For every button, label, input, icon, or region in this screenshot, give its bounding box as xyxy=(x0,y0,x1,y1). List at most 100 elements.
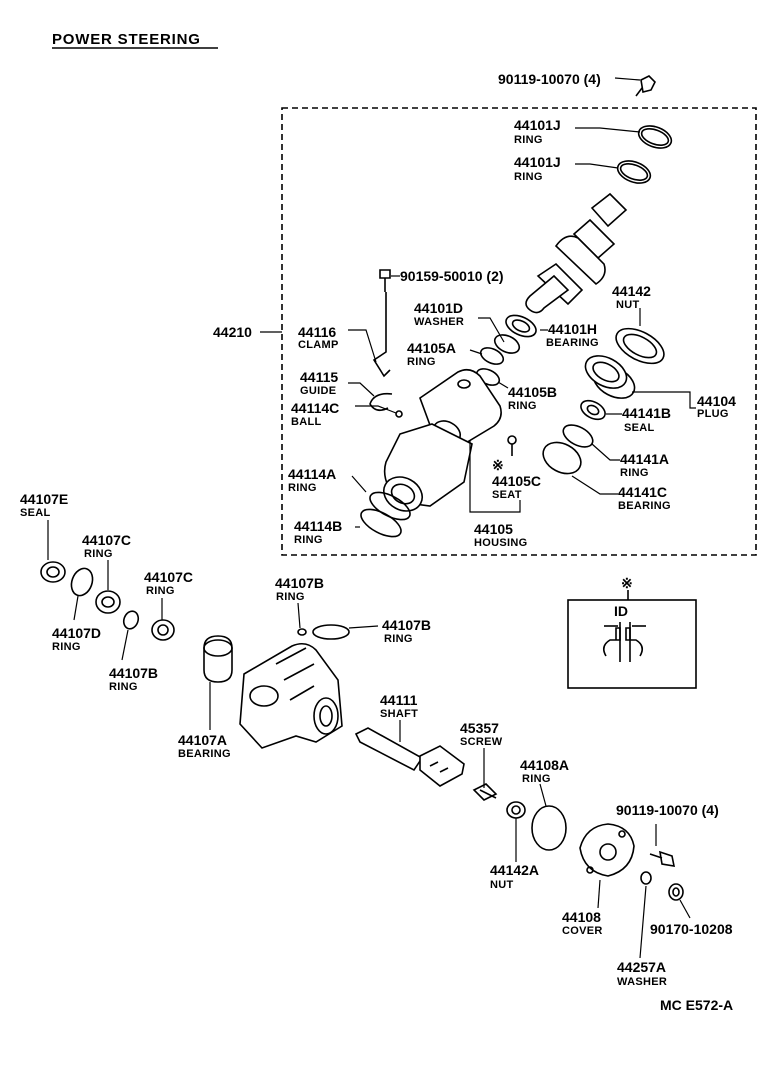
part-name-44107c-left: RING xyxy=(84,548,113,560)
part-number-44257a: 44257A xyxy=(617,959,666,975)
seat-44105c-icon xyxy=(507,435,517,445)
part-name-44114b: RING xyxy=(294,534,323,546)
part-name-45357: SCREW xyxy=(460,736,503,748)
leader-44105a xyxy=(469,349,483,355)
part-name-44108a: RING xyxy=(522,773,551,785)
part-name-44101d: WASHER xyxy=(414,316,464,328)
part-number-44142: 44142 xyxy=(612,283,651,299)
leader-44105b xyxy=(497,381,509,389)
ring-44101j-upper-inner xyxy=(640,128,670,146)
part-name-44107c-right: RING xyxy=(146,585,175,597)
part-name-44141b: SEAL xyxy=(624,422,655,434)
cover-44108-icon xyxy=(579,823,635,877)
part-number-44105: 44105 xyxy=(474,521,513,537)
part-number-90119-lower: 90119-10070 (4) xyxy=(616,802,719,818)
part-name-44107e: SEAL xyxy=(20,507,51,519)
leader-44105 xyxy=(469,440,521,513)
part-number-44105b: 44105B xyxy=(508,384,557,400)
ring-44114b-icon xyxy=(360,508,402,538)
input-shaft-icon xyxy=(525,192,628,314)
part-number-44107b-right: 44107B xyxy=(382,617,431,633)
leader-44107b-mid xyxy=(297,602,301,629)
part-name-44105b: RING xyxy=(508,400,537,412)
part-name-44141a: RING xyxy=(620,467,649,479)
part-name-44107b-right: RING xyxy=(384,633,413,645)
part-name-44104: PLUG xyxy=(697,408,729,420)
washer-44101d-icon xyxy=(493,334,521,354)
part-number-44111: 44111 xyxy=(380,692,418,708)
bearing-44141c-icon xyxy=(542,441,582,475)
part-number-44107b-left: 44107B xyxy=(109,665,158,681)
ring-44101j-lower-icon xyxy=(616,160,652,184)
ring-44107b-small-icon xyxy=(122,610,140,630)
inset-id-label: ID xyxy=(614,603,628,619)
group-number-label: 44210 xyxy=(213,324,252,340)
footer-code: MC E572-A xyxy=(660,997,733,1013)
washer-44257a-icon xyxy=(640,871,652,885)
part-name-44111: SHAFT xyxy=(380,708,418,720)
part-number-44101j-2: 44101J xyxy=(514,154,561,170)
part-number-44105a: 44105A xyxy=(407,340,456,356)
leader-44101j-1 xyxy=(575,127,641,133)
part-labels: 90119-10070 (4) 44101J RING 44101J RING … xyxy=(20,71,736,988)
part-number-44114c: 44114C xyxy=(291,400,339,416)
part-name-44101j-1: RING xyxy=(514,134,543,146)
part-number-44107c-right: 44107C xyxy=(144,569,193,585)
part-number-44116: 44116 xyxy=(298,324,336,340)
part-name-44107b-left: RING xyxy=(109,681,138,693)
part-number-44107e: 44107E xyxy=(20,491,68,507)
part-number-44107a: 44107A xyxy=(178,732,227,748)
leader-44107b-left xyxy=(121,629,129,661)
seal-44107e-icon xyxy=(40,561,66,583)
part-name-44142a: NUT xyxy=(490,879,514,891)
part-number-44142a: 44142A xyxy=(490,862,539,878)
seat-asterisk-marker: ※ xyxy=(492,457,504,473)
screw-90159-icon xyxy=(379,269,400,292)
leader-44115 xyxy=(348,382,375,397)
part-name-44105c: SEAT xyxy=(492,489,522,501)
part-name-44101h: BEARING xyxy=(546,337,599,349)
part-number-44108a: 44108A xyxy=(520,757,569,773)
bolt-90119-lower-icon xyxy=(649,850,676,867)
part-name-44105a: RING xyxy=(407,356,436,368)
gear-housing-icon xyxy=(239,642,343,749)
ring-44101j-lower-inner xyxy=(619,163,649,181)
part-number-44114a: 44114A xyxy=(288,466,336,482)
ring-44107c-left-icon xyxy=(95,590,121,614)
part-number-44141b: 44141B xyxy=(622,405,671,421)
bearing-44101h-icon xyxy=(505,314,537,338)
leader-44108a xyxy=(539,783,547,807)
part-name-44108: COVER xyxy=(562,925,603,937)
part-name-44107b-mid: RING xyxy=(276,591,305,603)
part-number-44108: 44108 xyxy=(562,909,601,925)
part-name-44141c: BEARING xyxy=(618,500,671,512)
part-number-90119-top: 90119-10070 (4) xyxy=(498,71,601,87)
leader-90170 xyxy=(679,899,691,919)
leader-44104 xyxy=(632,391,696,409)
part-name-44115: GUIDE xyxy=(300,385,336,397)
bolt-90119-top-icon xyxy=(614,75,656,97)
part-number-90159: 90159-50010 (2) xyxy=(400,268,504,284)
part-name-44257a: WASHER xyxy=(617,976,667,988)
ring-44101j-upper-icon xyxy=(637,125,673,149)
leader-44101d xyxy=(478,317,505,343)
part-name-44105: HOUSING xyxy=(474,537,527,549)
ball-44114c-icon xyxy=(395,410,403,418)
leader-44107d xyxy=(73,595,79,621)
part-number-44107b-mid: 44107B xyxy=(275,575,324,591)
ring-44107d-icon xyxy=(70,567,94,597)
leader-44141a xyxy=(591,443,620,461)
part-number-44115: 44115 xyxy=(300,369,338,385)
leader-44107b-right xyxy=(348,625,379,629)
ring-44105a-icon xyxy=(479,347,505,365)
nut-44142-icon xyxy=(615,327,665,365)
clamp-44116-icon xyxy=(372,292,391,378)
part-name-44142: NUT xyxy=(616,299,640,311)
nut-44142a-icon xyxy=(506,801,526,819)
part-number-44104: 44104 xyxy=(697,393,736,409)
sector-shaft-44111-icon xyxy=(354,727,465,787)
ring-44107b-tiny-icon xyxy=(297,628,307,636)
plug-44104-icon xyxy=(584,355,636,399)
